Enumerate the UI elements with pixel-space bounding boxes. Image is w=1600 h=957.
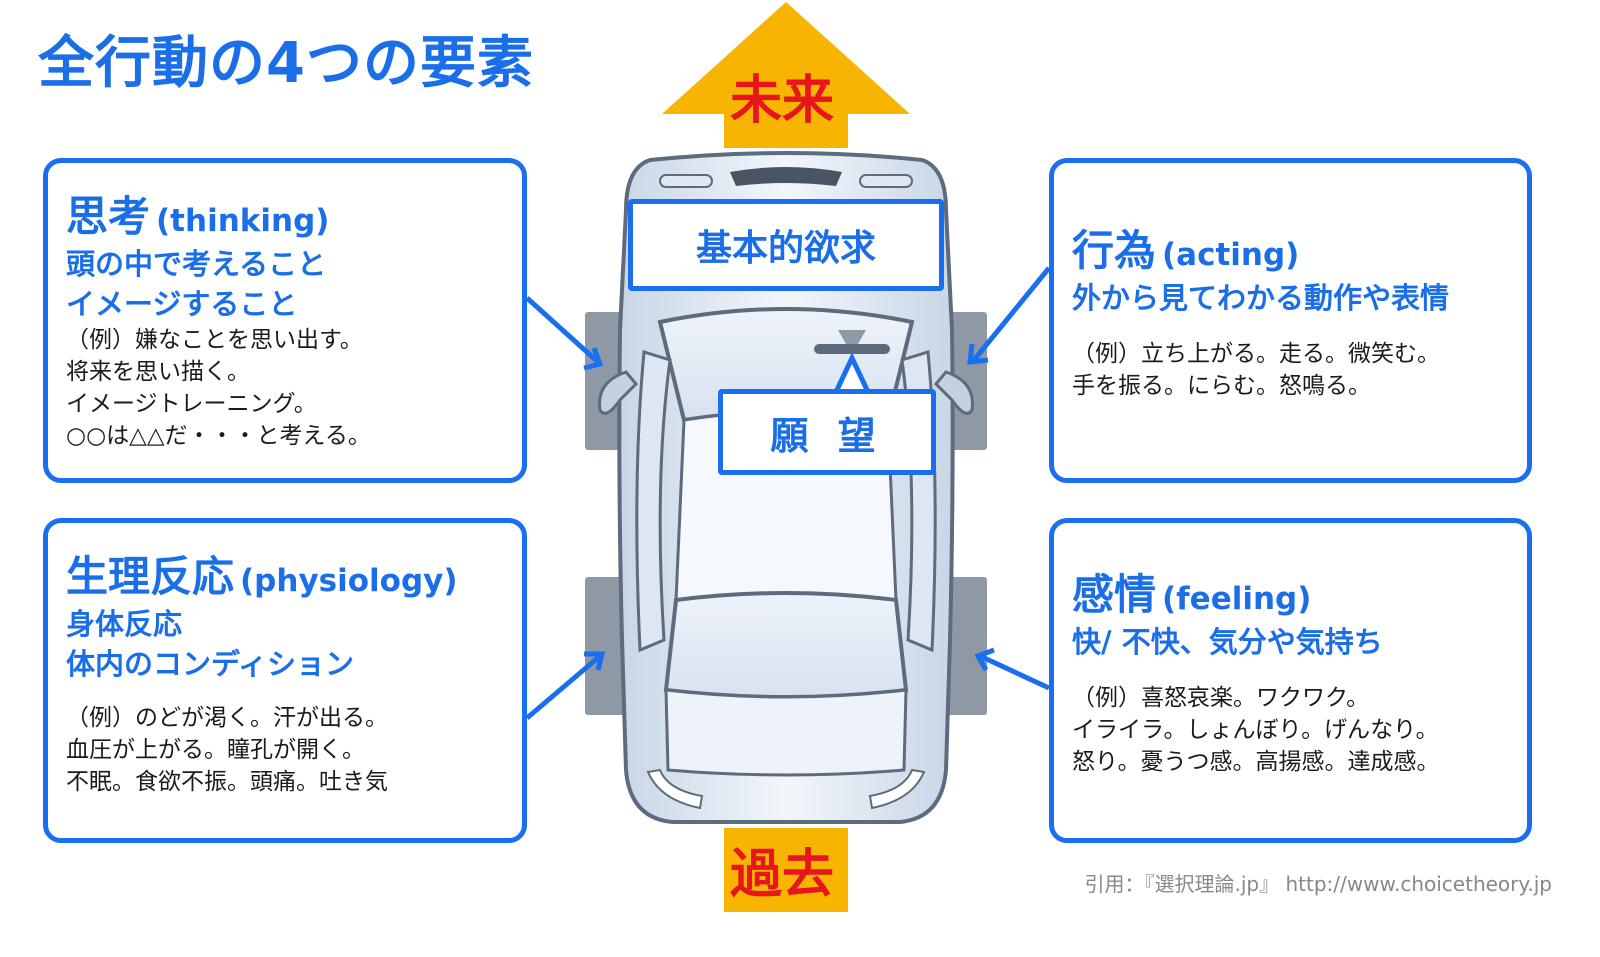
feeling-subtitle-1: 快/ 不快、気分や気持ち [1072, 625, 1383, 659]
wants-box: 願 望 [718, 389, 936, 475]
page-title: 全行動の4つの要素 [38, 31, 534, 96]
acting-title-en: (acting) [1162, 237, 1300, 273]
wheel-front-left [585, 312, 625, 450]
thinking-subtitle-1: 頭の中で考えること [66, 247, 327, 281]
wheel-front-right [947, 312, 987, 450]
tail-light-right [868, 768, 926, 810]
acting-heading: 行為(acting) [1072, 217, 1507, 278]
acting-title: 行為 [1072, 226, 1157, 275]
future-label: 未来 [730, 71, 835, 131]
mirror-left [598, 370, 639, 415]
rear-view-mirror [814, 344, 890, 354]
physiology-title-en: (physiology) [240, 563, 458, 599]
basic-needs-label: 基本的欲求 [695, 228, 876, 269]
thinking-title-en: (thinking) [156, 203, 330, 239]
front-grille [730, 167, 842, 186]
feeling-example-2: イライラ。しょんぼり。げんなり。 [1072, 717, 1439, 743]
acting-example-1: （例）立ち上がる。走る。微笑む。 [1072, 341, 1440, 367]
connector-feeling [978, 653, 1051, 691]
acting-box: 行為(acting) 外から見てわかる動作や表情 （例）立ち上がる。走る。微笑む… [1049, 158, 1532, 483]
connector-thinking [525, 296, 600, 364]
physiology-heading: 生理反応(physiology) [66, 543, 502, 604]
thinking-title: 思考 [66, 192, 151, 241]
connector-thinking-arrow [583, 347, 604, 371]
thinking-box: 思考(thinking) 頭の中で考えること イメージすること （例）嫌なことを… [43, 158, 527, 483]
wheel-rear-left [585, 577, 625, 715]
connector-feeling-arrow [974, 647, 995, 672]
headlight-left [659, 174, 713, 188]
future-arrow [662, 2, 910, 148]
tail-light-left [646, 768, 704, 810]
thinking-example-2: 将来を思い描く。 [66, 359, 250, 385]
acting-subtitle-1: 外から見てわかる動作や表情 [1072, 281, 1450, 315]
feeling-box: 感情(feeling) 快/ 不快、気分や気持ち （例）喜怒哀楽。ワクワク。 イ… [1049, 518, 1532, 843]
feeling-example-1: （例）喜怒哀楽。ワクワク。 [1072, 685, 1370, 711]
physiology-box: 生理反応(physiology) 身体反応 体内のコンディション （例）のどが渇… [43, 518, 527, 843]
physiology-example-3: 不眠。食欲不振。頭痛。吐き気 [66, 769, 388, 795]
feeling-title: 感情 [1072, 570, 1157, 619]
citation: 引用：『選択理論.jp』 http://www.choicetheory.jp [1084, 872, 1552, 896]
feeling-title-en: (feeling) [1162, 581, 1312, 617]
trunk [664, 688, 908, 777]
physiology-example-1: （例）のどが渇く。汗が出る。 [66, 705, 388, 731]
mirror-right [933, 370, 974, 415]
physiology-title: 生理反応 [66, 552, 235, 601]
headlight-right [859, 174, 913, 188]
side-window-left [635, 350, 672, 653]
connector-physiology-arrow [584, 651, 606, 671]
physiology-example-2: 血圧が上がる。瞳孔が開く。 [66, 737, 365, 763]
connector-acting [972, 266, 1051, 362]
past-label: 過去 [730, 845, 835, 905]
rear-view-mirror-mount [838, 330, 866, 344]
wheel-rear-right [947, 577, 987, 715]
thinking-example-3: イメージトレーニング。 [66, 391, 317, 417]
wants-label: 願 望 [770, 413, 884, 458]
feeling-heading: 感情(feeling) [1072, 561, 1507, 622]
thinking-example-1: （例）嫌なことを思い出す。 [66, 327, 363, 353]
rear-window [663, 591, 909, 699]
physiology-subtitle-1: 身体反応 [66, 607, 183, 641]
past-arrow [724, 828, 848, 912]
thinking-example-4: ○○は△△だ・・・と考える。 [66, 423, 371, 449]
physiology-subtitle-2: 体内のコンディション [66, 647, 354, 681]
thinking-heading: 思考(thinking) [66, 183, 502, 244]
acting-example-2: 手を振る。にらむ。怒鳴る。 [1072, 373, 1371, 399]
feeling-example-3: 怒り。憂うつ感。高揚感。達成感。 [1072, 749, 1440, 775]
thinking-subtitle-2: イメージすること [66, 287, 298, 321]
connector-acting-arrow [967, 343, 989, 365]
connector-physiology [525, 654, 602, 720]
basic-needs-box: 基本的欲求 [628, 199, 944, 291]
